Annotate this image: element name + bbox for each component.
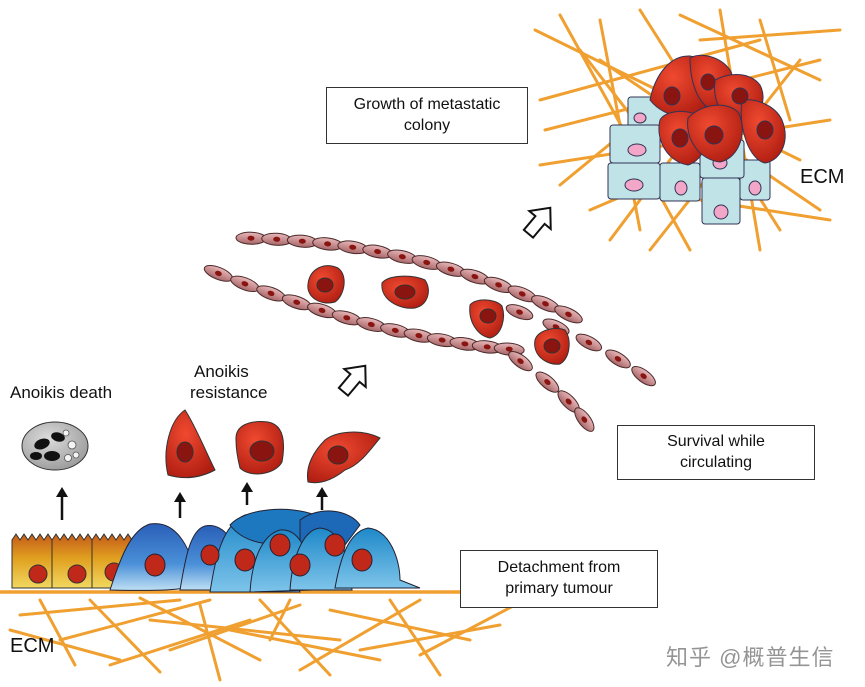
endothelial-cell (505, 304, 534, 321)
endothelial-cell (256, 285, 286, 302)
endothelial-cell (508, 351, 533, 372)
endothelial-cell (411, 255, 442, 270)
detachment-line1: Detachment from (497, 559, 621, 577)
endothelial-cell (203, 265, 234, 282)
detachment-arrows (56, 482, 328, 520)
endothelial-cell (331, 310, 362, 326)
endothelial-cell (426, 333, 458, 348)
survival-box: Survival while circulating (617, 425, 815, 480)
ecm-bottom-fibers (0, 590, 522, 682)
detachment-line2: primary tumour (505, 580, 613, 597)
endothelial-cell (230, 275, 260, 293)
detached-tumour-cells (165, 409, 381, 484)
growth-line2: colony (403, 116, 451, 134)
anoikis-death-label: Anoikis death (10, 383, 113, 402)
endothelial-cell (575, 333, 603, 352)
anoikis-resistance-label: Anoikis resistance (190, 361, 267, 404)
endothelial-cell (574, 407, 595, 432)
anoikis-resistance-line1: Anoikis (194, 362, 249, 381)
ecm-top-label: ECM (800, 166, 845, 188)
primary-tumour-cells (109, 508, 421, 593)
endothelial-cell (356, 317, 387, 332)
survival-line1: Survival while (667, 432, 765, 450)
detachment-box: Detachment from primary tumour (460, 550, 658, 608)
endothelial-cell (286, 234, 318, 248)
growth-box: Growth of metastatic colony (326, 87, 528, 144)
epithelial-cells (11, 533, 133, 589)
endothelial-cell (380, 323, 411, 338)
endothelial-cell (460, 268, 490, 285)
endothelial-cell (631, 365, 656, 387)
progression-arrows (337, 206, 552, 398)
ecm-bottom-label: ECM (10, 635, 55, 657)
metastatic-colony (607, 54, 786, 225)
endothelial-cell (312, 237, 344, 251)
anoikis-death-cell (21, 421, 89, 471)
endothelial-cell (435, 261, 466, 277)
endothelial-cell (281, 294, 312, 311)
endothelial-cell (235, 231, 267, 245)
watermark: 知乎 @概普生信 (666, 645, 835, 670)
endothelial-cell (554, 305, 583, 324)
growth-line1: Growth of metastatic (353, 95, 501, 113)
endothelial-cell (605, 349, 631, 369)
blood-vessel (203, 231, 656, 432)
endothelial-cell (362, 244, 393, 259)
endothelial-cell (535, 371, 560, 393)
circulating-tumour-cells (307, 265, 570, 365)
anoikis-resistance-line2: resistance (190, 383, 268, 403)
survival-line2: circulating (679, 453, 753, 471)
